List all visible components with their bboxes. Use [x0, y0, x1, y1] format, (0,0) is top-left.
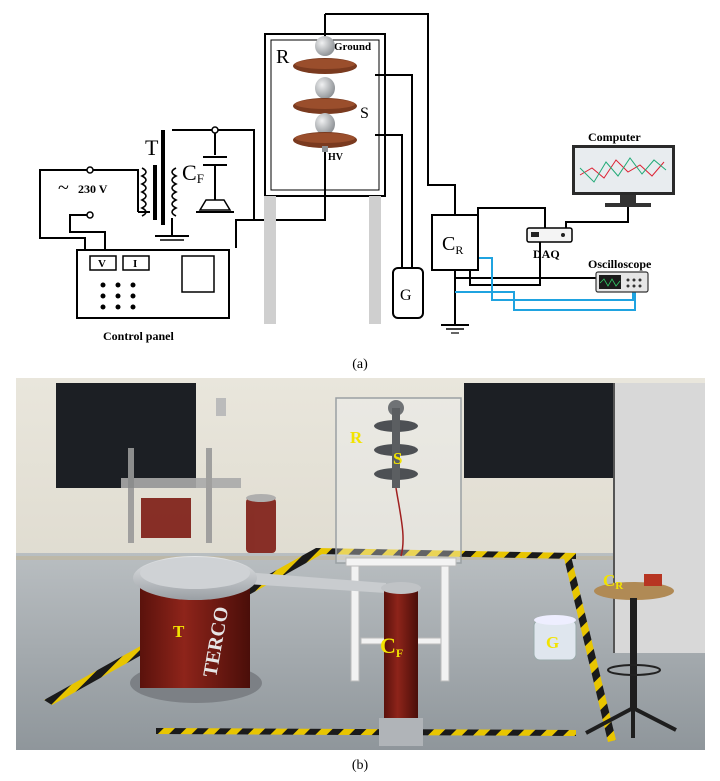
ground-label: Ground [334, 41, 371, 53]
oscilloscope-label: Oscilloscope [588, 257, 652, 271]
photo-label-cr: CR [603, 571, 624, 592]
photo-cf-column [379, 582, 423, 746]
computer-label: Computer [588, 130, 641, 144]
photo-stool [585, 574, 677, 738]
oscilloscope-icon: Oscilloscope [588, 257, 652, 293]
photo-g-container [533, 615, 577, 661]
schematic-wires [39, 13, 629, 325]
photo-label-cf: CF [380, 633, 403, 660]
photo-transformer: TERCO [130, 556, 262, 703]
cr-label: CR [442, 233, 463, 257]
setup-schematic: ~ 230 V T [39, 13, 675, 343]
capacitor-cr-box: CR [431, 214, 479, 334]
sample-label: S [360, 105, 369, 122]
photo-label-t: T [173, 622, 185, 641]
cf-label: CF [182, 160, 204, 186]
hv-label: HV [328, 152, 344, 163]
control-knobs [100, 282, 136, 310]
photo-label-g: G [546, 633, 559, 652]
chamber-label: R [276, 46, 290, 68]
photo-label-r: R [350, 428, 363, 447]
daq-device: DAQ [526, 227, 573, 261]
supply-voltage-label: 230 V [78, 182, 108, 196]
caption-a: (a) [352, 357, 368, 372]
photo-label-s: S [393, 449, 402, 468]
insulator-string [293, 36, 357, 152]
control-panel: V I Control panel [76, 249, 230, 343]
ammeter-label: I [133, 258, 137, 270]
transformer-label: T [145, 135, 159, 160]
caption-b: (b) [351, 758, 369, 773]
ac-supply: ~ 230 V [58, 166, 108, 219]
control-panel-label: Control panel [103, 329, 174, 343]
voltmeter-label: V [98, 258, 106, 270]
lab-photo: TERCO R S T CF G CR [16, 378, 705, 750]
capacitor-cf-symbol: CF [182, 126, 234, 213]
computer-icon: Computer [572, 130, 675, 207]
ac-symbol: ~ [58, 177, 69, 199]
signal-wires [455, 257, 636, 311]
transformer-symbol: T [140, 130, 189, 241]
g-box: G [392, 267, 424, 319]
g-label: G [400, 287, 412, 304]
test-chamber: R Ground S HV [264, 33, 386, 324]
daq-label: DAQ [533, 247, 560, 261]
photo-insulator [374, 400, 418, 557]
